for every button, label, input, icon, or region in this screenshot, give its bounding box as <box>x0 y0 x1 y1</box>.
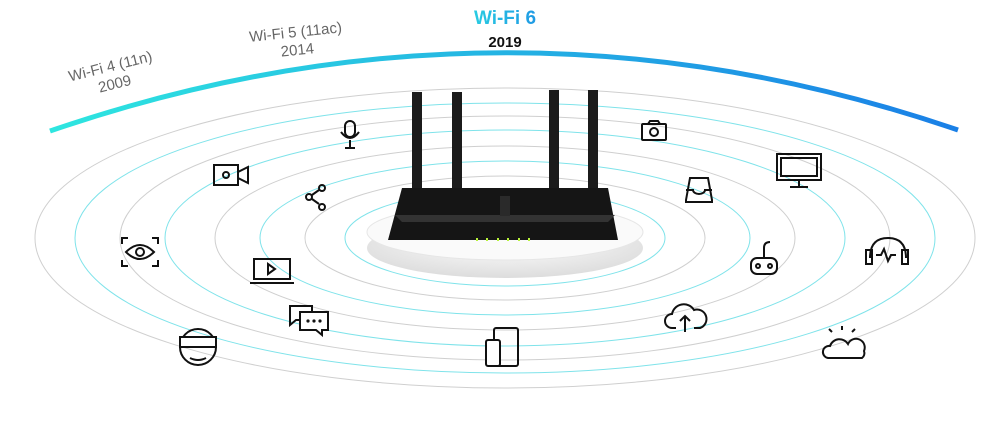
weather-icon <box>821 326 866 359</box>
chat-icon <box>289 305 329 338</box>
game-controller-icon <box>750 241 778 275</box>
wifi-evolution-arc <box>49 50 959 134</box>
video-camera-icon <box>213 164 249 186</box>
laptop-icon <box>250 258 294 284</box>
router <box>366 90 644 278</box>
eye-scan-icon <box>121 237 159 267</box>
camera-icon <box>641 120 667 141</box>
devices-icon <box>485 327 519 367</box>
monitor-icon <box>776 153 822 188</box>
wifi6-title: Wi-Fi 6 <box>440 8 570 30</box>
vr-headset-icon <box>179 328 217 366</box>
inbox-icon <box>685 177 713 203</box>
wifi6-year: 2019 <box>488 34 522 51</box>
headphones-icon <box>865 236 909 265</box>
share-icon <box>305 184 326 211</box>
microphone-icon <box>340 120 360 149</box>
cloud-upload-icon <box>664 303 708 332</box>
